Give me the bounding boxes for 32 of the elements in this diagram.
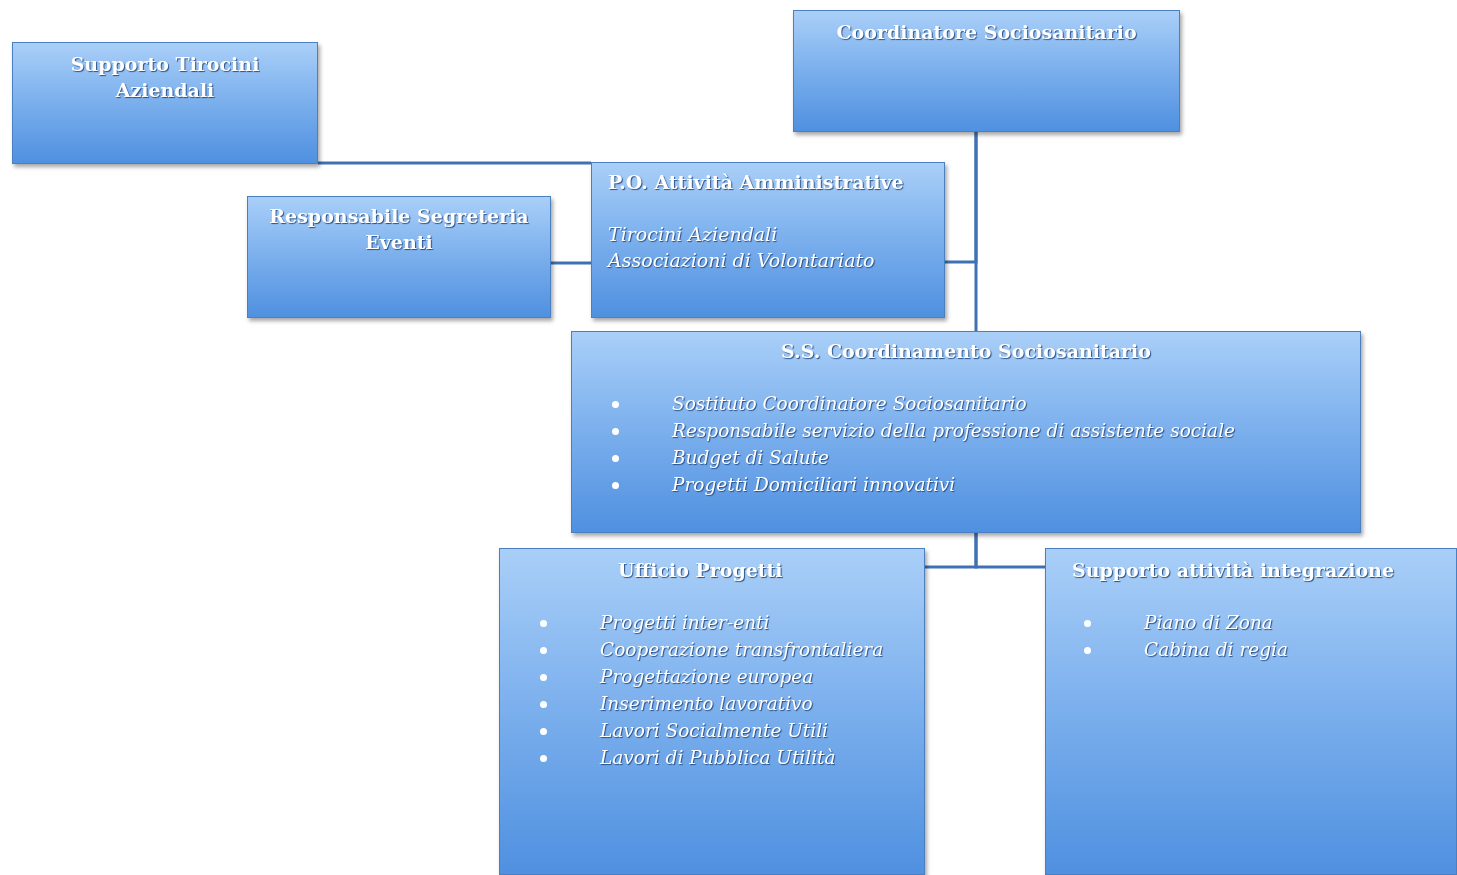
box-heading: Supporto attività integrazione — [1071, 558, 1395, 583]
org-box — [1045, 548, 1457, 875]
connector-line — [974, 533, 1045, 569]
list-item: Lavori Socialmente Utili — [600, 720, 829, 741]
list-item: Piano di Zona — [1144, 612, 1273, 633]
list-item: Progettazione europea — [600, 666, 814, 687]
org-box — [571, 331, 1361, 533]
list-item: Responsabile servizio della professione di assistente sociale — [672, 420, 1235, 441]
org-box — [793, 10, 1180, 132]
box-text: Associazioni di Volontariato — [608, 248, 876, 273]
list-item: Sostituto Coordinatore Sociosanitario — [672, 393, 1027, 414]
box-heading: Coordinatore Sociosanitario — [835, 20, 1138, 45]
box-heading: Ufficio Progetti — [617, 558, 784, 583]
connector-line — [318, 161, 591, 165]
box-heading: P.O. Attività Amministrative — [608, 170, 905, 195]
org-box — [12, 42, 318, 164]
box-heading: S.S. Coordinamento Sociosanitario — [780, 339, 1152, 364]
box-heading: Responsabile Segreteria Eventi — [268, 204, 530, 255]
box-heading: Supporto Tirocini Aziendali — [69, 52, 261, 103]
box-text: Tirocini Aziendali — [608, 222, 779, 247]
org-box — [591, 162, 945, 318]
org-box — [499, 548, 925, 875]
list-item: Progetti Domiciliari innovativi — [672, 474, 956, 495]
list-item: Inserimento lavorativo — [600, 693, 813, 714]
connector-line — [551, 261, 591, 265]
list-item: Lavori di Pubblica Utilità — [600, 747, 836, 768]
org-box — [247, 196, 551, 318]
connector-line — [974, 132, 978, 331]
list-item: Progetti inter-enti — [600, 612, 770, 633]
list-item: Cabina di regia — [1144, 639, 1288, 660]
list-item: Cooperazione transfrontaliera — [600, 639, 884, 660]
list-item: Budget di Salute — [672, 447, 829, 468]
